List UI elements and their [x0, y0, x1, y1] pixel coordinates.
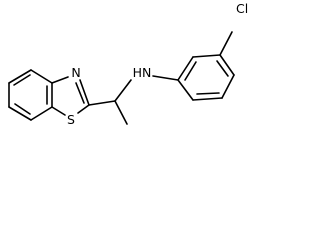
bond [77, 104, 90, 114]
bond [192, 54, 221, 58]
bond [51, 106, 66, 116]
thiazole-ring [51, 76, 90, 116]
bond [192, 97, 223, 101]
chlorine-label: Cl [236, 1, 248, 16]
bond [177, 56, 194, 81]
bond [114, 79, 132, 102]
double-bond [216, 60, 229, 77]
bond [8, 106, 32, 121]
benzo-ring [8, 69, 53, 121]
bond [79, 79, 90, 106]
bond [88, 100, 116, 106]
bond [8, 69, 32, 84]
sulfur-label: S [67, 112, 75, 127]
double-bond [184, 61, 197, 81]
double-bond [196, 92, 220, 95]
double-bond [75, 82, 85, 104]
methyl-bond [114, 100, 128, 125]
double-bond [14, 103, 31, 115]
chlorophenyl-ring [177, 31, 235, 101]
bond [30, 69, 53, 84]
nitrogen-label: N [71, 65, 80, 80]
chlorine-bond [219, 31, 233, 56]
amine-label: HN [133, 65, 152, 80]
bond [30, 106, 53, 121]
double-bond [13, 74, 31, 86]
bond [51, 76, 69, 84]
bond [152, 75, 179, 81]
bond [177, 79, 194, 101]
molecule-structure: N S HN Cl [8, 1, 248, 127]
bond [221, 74, 235, 99]
side-chain [88, 75, 179, 125]
bond [219, 54, 235, 76]
